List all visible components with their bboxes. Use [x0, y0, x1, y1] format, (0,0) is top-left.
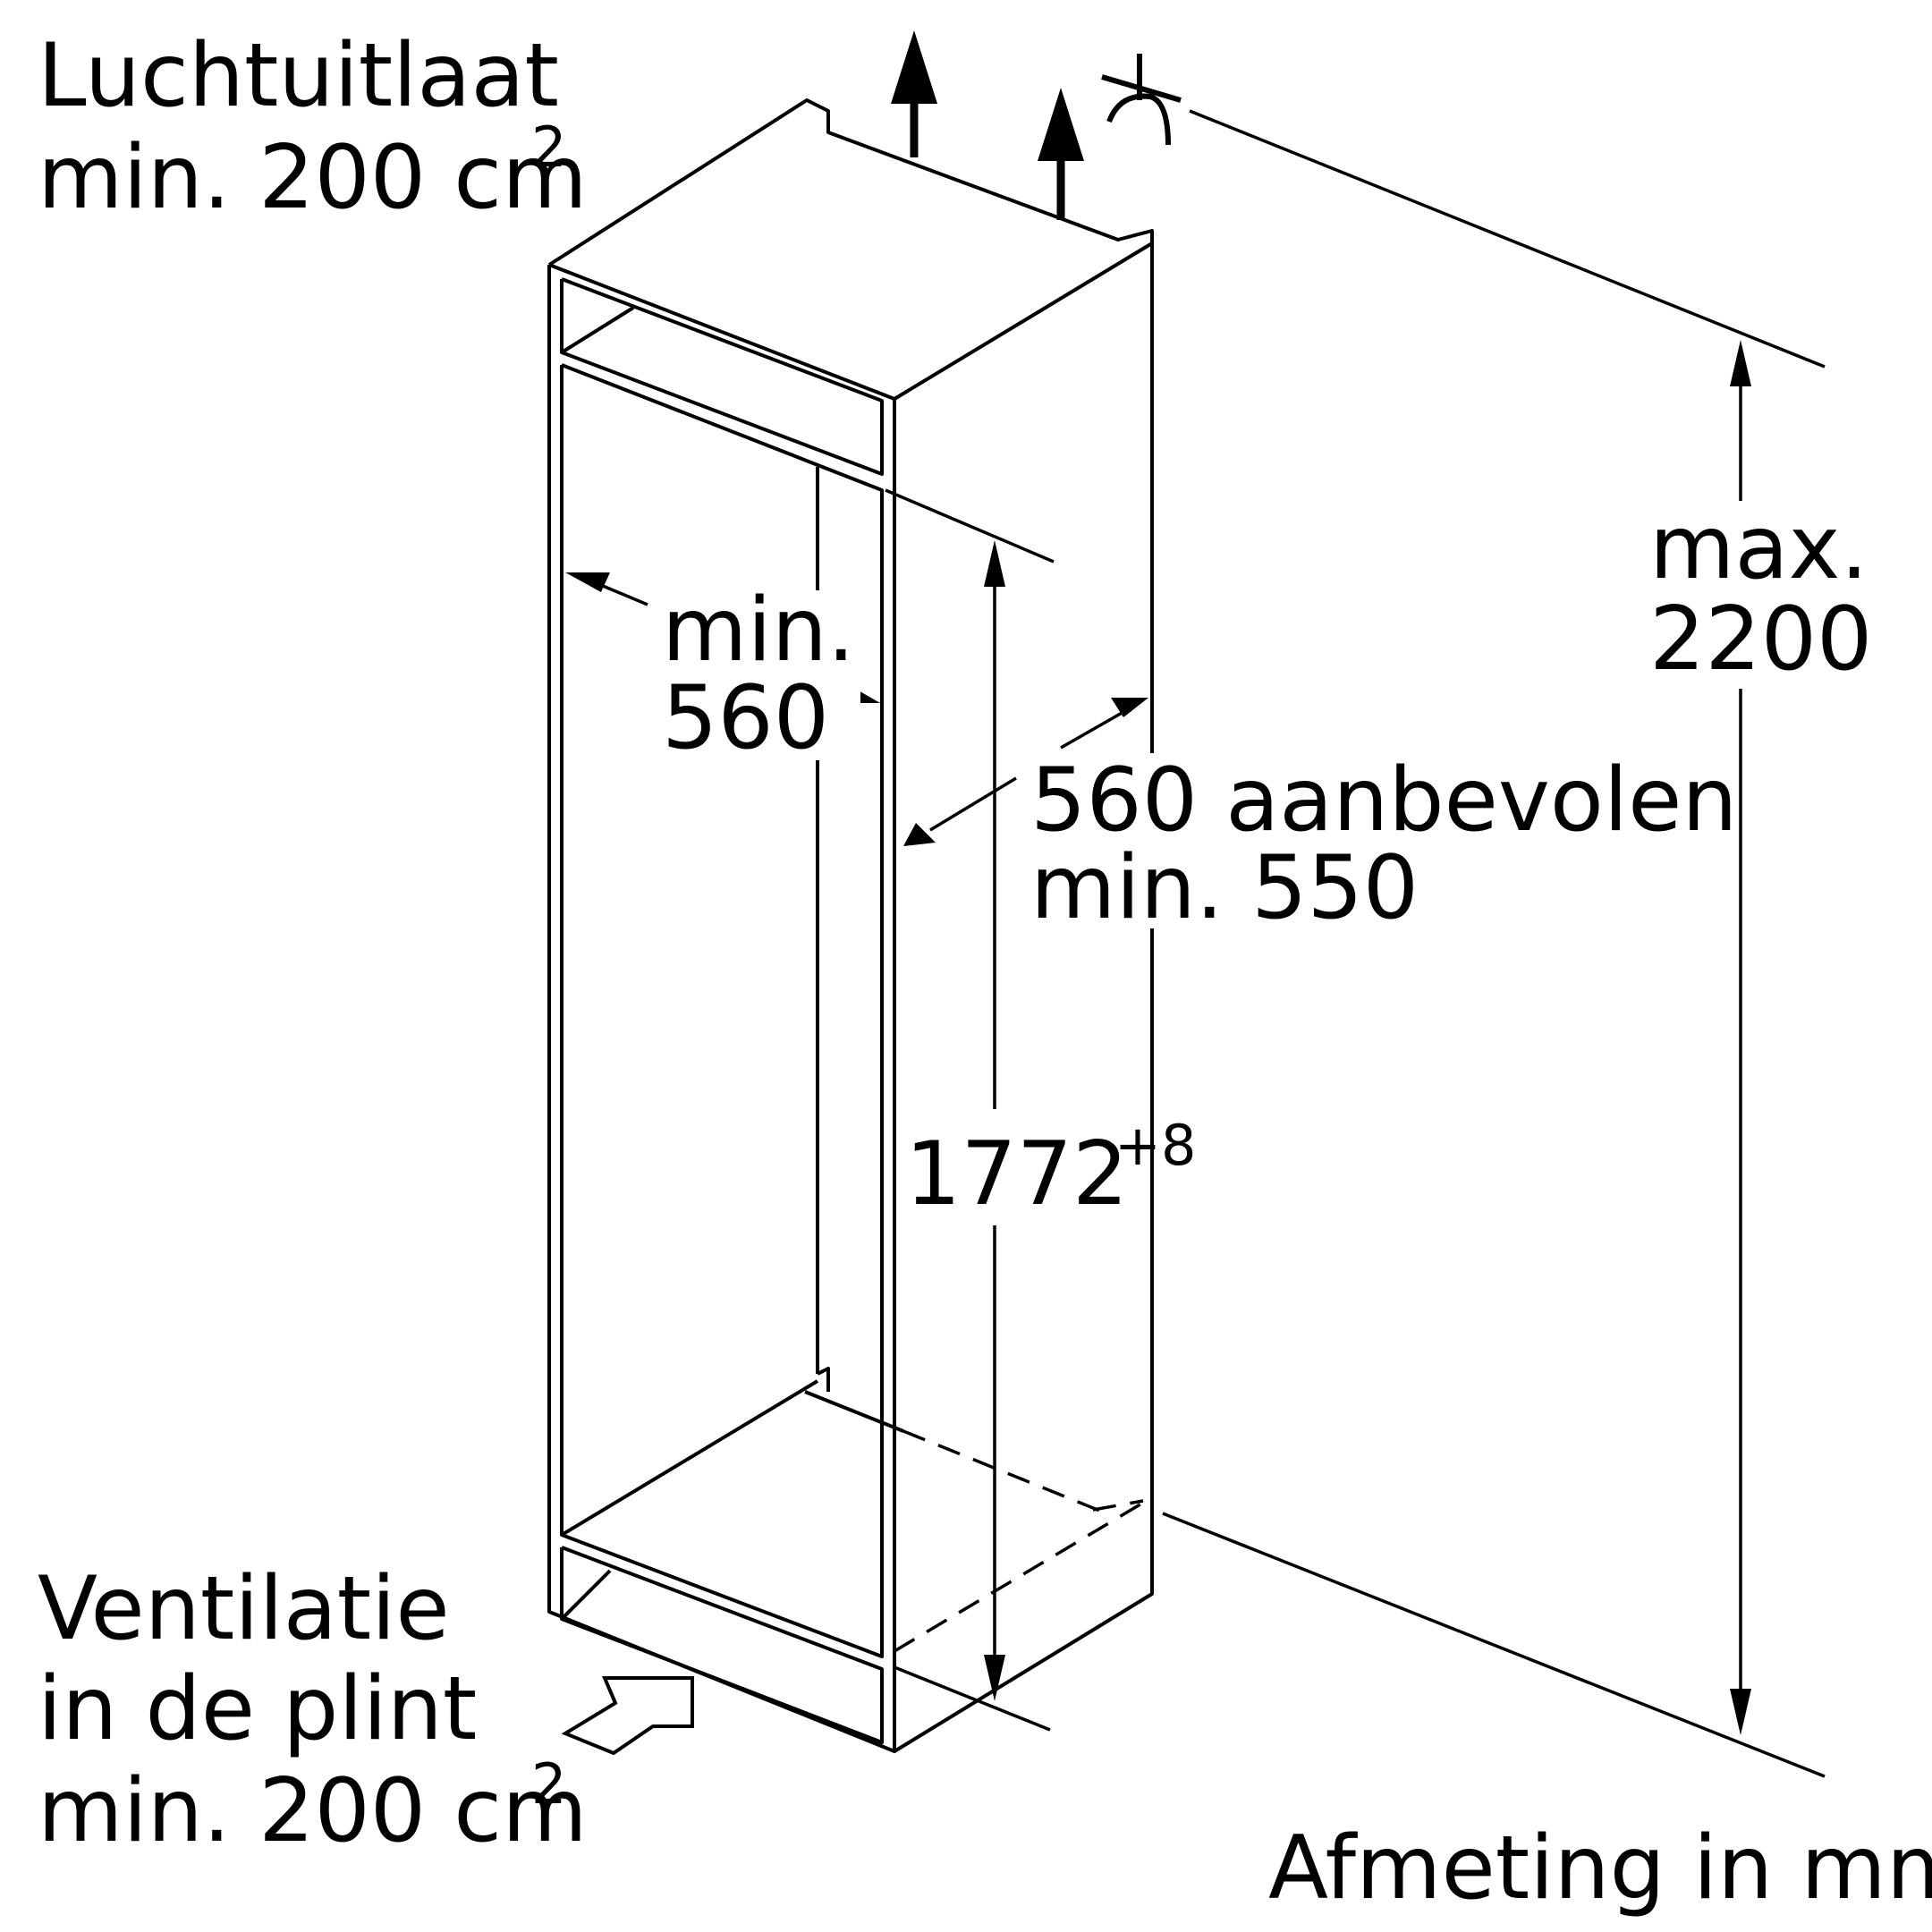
top-vent-slot [560, 277, 884, 476]
extension-upper [885, 488, 1055, 564]
width-min-line1: min. [662, 580, 855, 682]
cabinet-top-face [547, 98, 1154, 401]
air-outlet-unit-exponent: 2 [531, 114, 566, 180]
width-min-line2: 560 [662, 667, 829, 769]
hidden-edge-back [902, 1429, 1103, 1513]
inner-rear-notch [817, 1367, 830, 1392]
cabinet-front-outer [547, 263, 896, 1753]
niche-height-value: 1772 [905, 1123, 1128, 1225]
inner-opening [560, 363, 884, 1658]
depth-dimension [903, 698, 1148, 846]
inner-floor-left [560, 1379, 819, 1537]
extension-lower [894, 1665, 1051, 1732]
hidden-edge-front [894, 1501, 1144, 1653]
plinth-ventilation-line2: in de plint [38, 1658, 477, 1760]
depth-line-upper [1060, 710, 1124, 750]
depth-line-lower [929, 776, 1017, 832]
upward-arrow-icon [1038, 88, 1084, 220]
hidden-edge-corner [1092, 1499, 1144, 1512]
upward-arrow-icon [891, 30, 937, 157]
bottom-vent-slot [560, 1546, 884, 1744]
bottom-vent-inner [560, 1569, 612, 1621]
top-vent-inner [560, 306, 635, 354]
units-note: Afmeting in mm [1268, 1818, 1932, 1919]
air-outlet-title: Luchtuitlaat [38, 25, 559, 127]
plinth-unit-exponent: 2 [531, 1751, 566, 1817]
max-height-dimension [1162, 109, 1826, 1778]
air-outlet-value: min. 200 cm [38, 127, 588, 229]
niche-height-tolerance: +8 [1114, 1113, 1196, 1178]
extension-bottom [1162, 1512, 1826, 1778]
cabinet-right-side [893, 243, 1154, 1753]
depth-minimum: min. 550 [1030, 837, 1419, 939]
max-height-line1: max. [1649, 497, 1868, 599]
air-outlet-arrows [891, 30, 1084, 220]
scissors-icon [1101, 54, 1182, 146]
cabinet-niche [547, 98, 1154, 1753]
max-height-line2: 2200 [1649, 589, 1872, 691]
inner-floor-back [804, 1390, 904, 1433]
depth-recommended: 560 aanbevolen [1030, 750, 1738, 852]
outlined-arrow-icon [561, 1676, 694, 1756]
extension-top [1189, 109, 1826, 369]
plinth-ventilation-line1: Ventilatie [38, 1558, 450, 1660]
plinth-ventilation-value: min. 200 cm [38, 1760, 588, 1862]
